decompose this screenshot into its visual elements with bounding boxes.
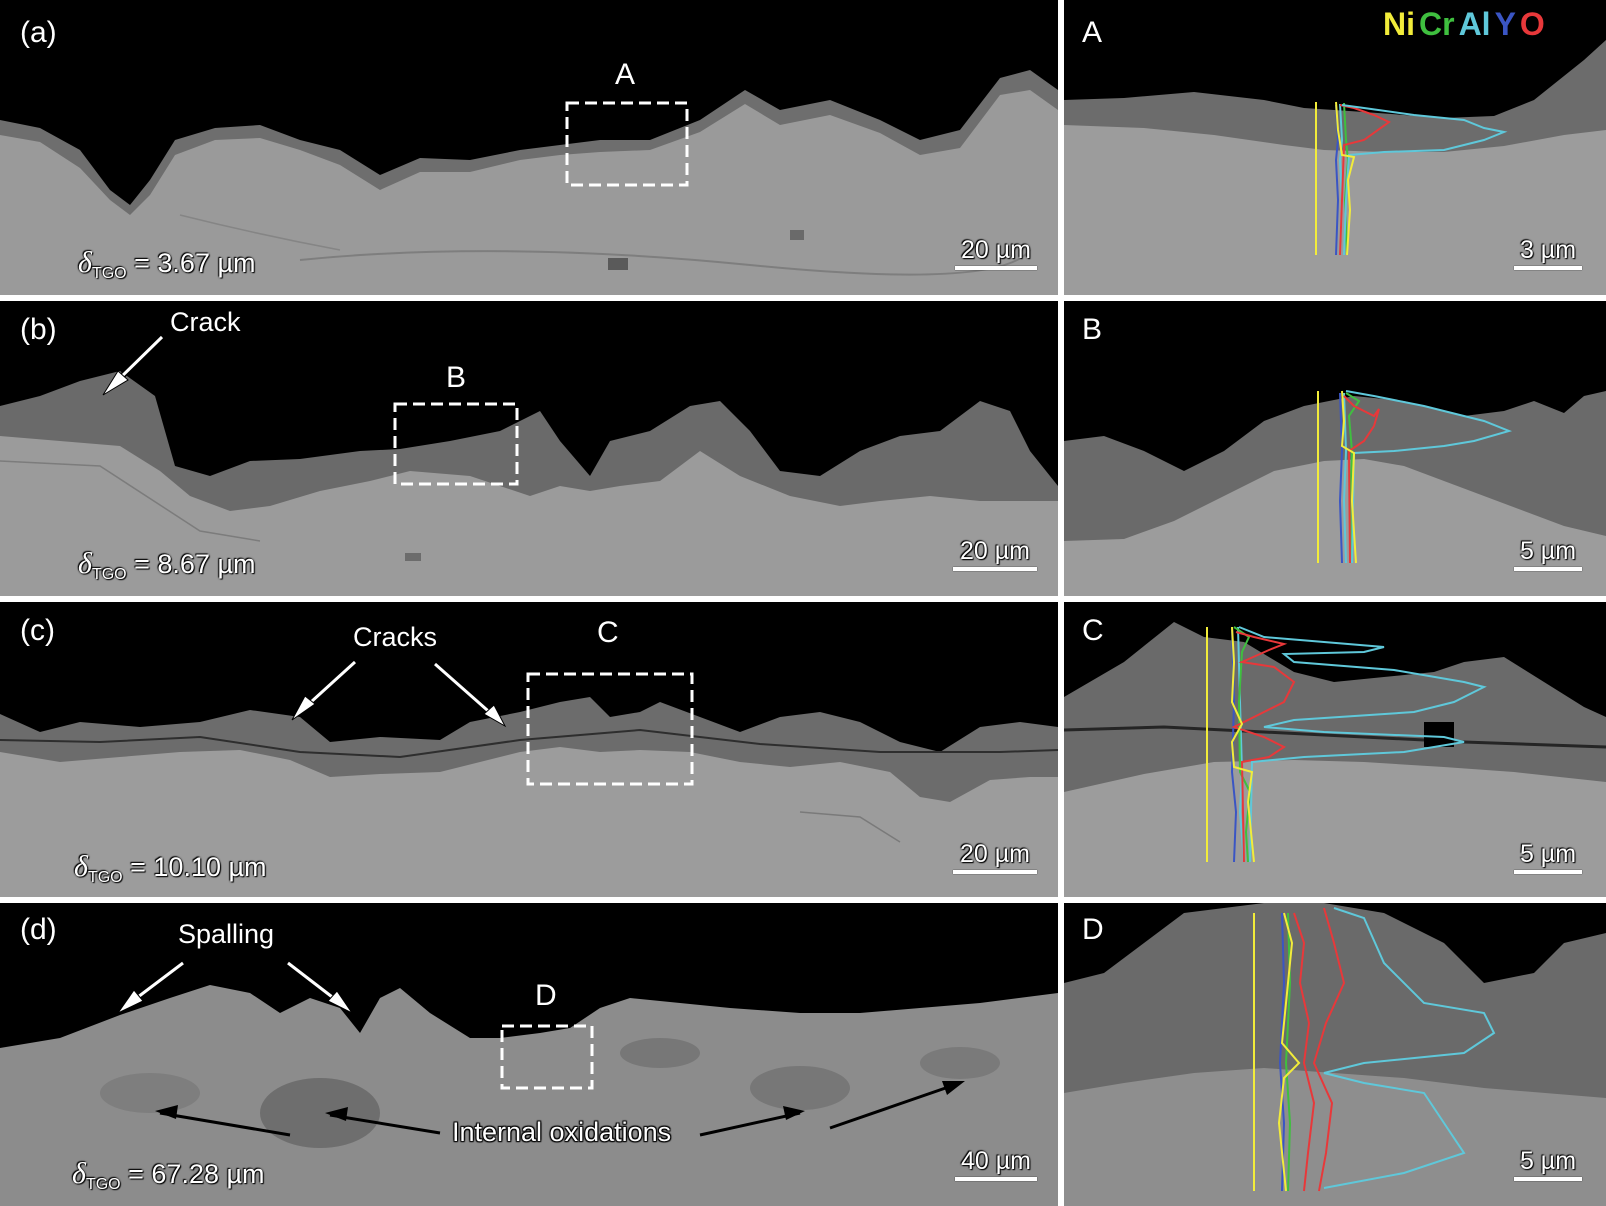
- box-label-c: C: [597, 616, 619, 649]
- zoom-c-image: [1064, 602, 1606, 897]
- legend-al: Al: [1458, 6, 1491, 42]
- zoom-label-b: B: [1082, 313, 1103, 346]
- zoom-panel-c: C 5 µm: [1064, 602, 1606, 897]
- legend-cr: Cr: [1419, 6, 1455, 42]
- tgo-thickness-c: δTGO = 10.10 µm: [74, 850, 267, 886]
- scale-bar-d: 40 µm: [955, 1149, 1037, 1181]
- zoom-scale-bar-c: 5 µm: [1514, 842, 1582, 874]
- region-box-d: [500, 1024, 594, 1090]
- annotation-spalling: Spalling: [178, 919, 275, 949]
- micrograph-d-image: [0, 903, 1058, 1206]
- zoom-label-d: D: [1082, 913, 1104, 946]
- box-label-b: B: [446, 361, 467, 394]
- zoom-b-image: [1064, 301, 1606, 596]
- zoom-scale-bar-b: 5 µm: [1514, 539, 1582, 571]
- legend-y: Y: [1494, 6, 1516, 42]
- region-box-c: [526, 672, 694, 786]
- box-label-d: D: [535, 979, 557, 1012]
- panel-label-a: (a): [20, 16, 57, 49]
- legend-o: O: [1519, 6, 1545, 42]
- zoom-scale-bar-a: 3 µm: [1514, 238, 1582, 270]
- micrograph-panel-a: (a) A δTGO = 3.67 µm 20 µm: [0, 0, 1058, 295]
- annotation-cracks: Cracks: [353, 622, 438, 652]
- zoom-d-image: [1064, 903, 1606, 1206]
- legend-ni: Ni: [1383, 6, 1415, 42]
- micrograph-c-image: [0, 602, 1058, 897]
- zoom-label-c: C: [1082, 614, 1104, 647]
- scale-bar-b: 20 µm: [953, 539, 1037, 571]
- zoom-scale-bar-d: 5 µm: [1514, 1149, 1582, 1181]
- tgo-thickness-b: δTGO = 8.67 µm: [78, 547, 256, 583]
- region-box-a: [565, 101, 689, 187]
- micrograph-panel-c: (c) Cracks C δTGO = 10.10 µm 20 µm: [0, 602, 1058, 897]
- micrograph-a-image: [0, 0, 1058, 295]
- panel-label-b: (b): [20, 313, 57, 346]
- zoom-label-a: A: [1082, 16, 1103, 49]
- annotation-crack: Crack: [170, 307, 241, 337]
- micrograph-b-image: [0, 301, 1058, 596]
- scale-bar-a: 20 µm: [955, 238, 1037, 270]
- zoom-panel-b: B 5 µm: [1064, 301, 1606, 596]
- panel-label-d: (d): [20, 913, 57, 946]
- scale-bar-c: 20 µm: [953, 842, 1037, 874]
- tgo-thickness-a: δTGO = 3.67 µm: [78, 246, 256, 282]
- zoom-panel-d: D 5 µm: [1064, 903, 1606, 1206]
- panel-label-c: (c): [20, 614, 55, 647]
- tgo-thickness-d: δTGO = 67.28 µm: [72, 1157, 265, 1193]
- annotation-internal-oxidations: Internal oxidations: [452, 1117, 672, 1147]
- micrograph-panel-d: (d) Spalling D Internal oxidations δTGO …: [0, 903, 1058, 1206]
- zoom-a-image: [1064, 0, 1606, 295]
- region-box-b: [393, 402, 519, 486]
- micrograph-panel-b: (b) Crack B δTGO = 8.67 µm 20 µm: [0, 301, 1058, 596]
- box-label-a: A: [615, 58, 636, 91]
